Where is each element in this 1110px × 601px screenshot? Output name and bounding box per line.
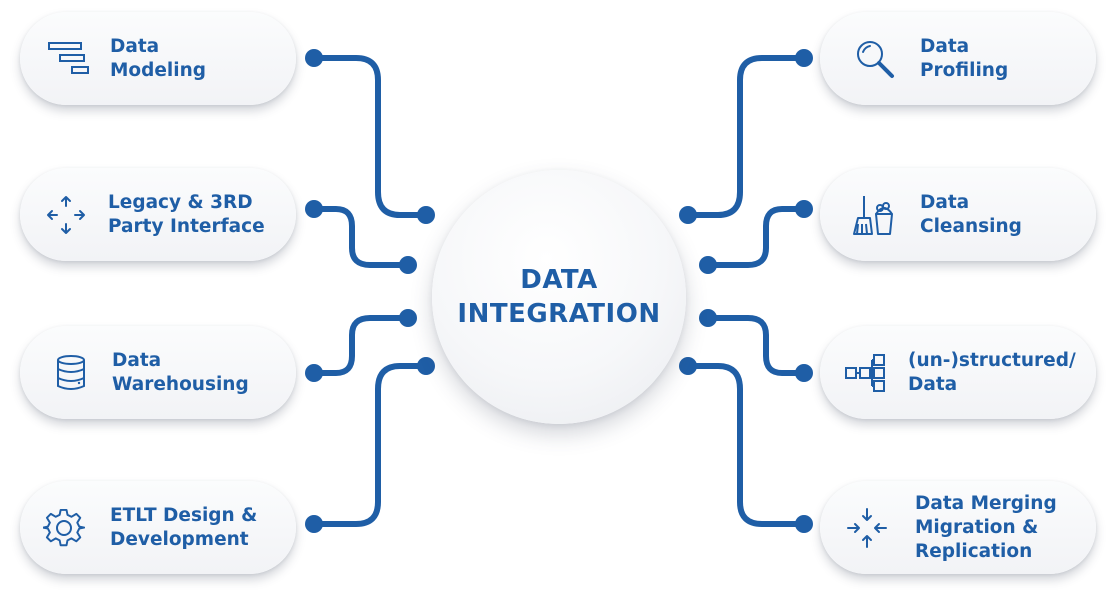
broom-bucket-icon <box>853 195 893 235</box>
hierarchy-icon <box>845 353 885 392</box>
connector-left-3 <box>311 315 411 376</box>
connector-dot <box>679 357 697 375</box>
connector-right-2 <box>705 206 807 268</box>
node-label-line: ETLT Design & <box>110 504 258 526</box>
connector-dot <box>699 256 717 274</box>
node-label-line: Legacy & 3RD <box>108 191 253 213</box>
node-label: Legacy & 3RD Party Interface <box>108 191 265 239</box>
node-etlt-design: ETLT Design & Development <box>20 481 296 574</box>
connector-dot <box>399 256 417 274</box>
node-data-warehousing: Data Warehousing <box>20 326 296 419</box>
arrows-expand-icon <box>47 195 85 234</box>
node-label-line: Data <box>112 349 162 371</box>
arrows-merge-icon <box>847 507 887 548</box>
connector-dot <box>305 515 323 533</box>
connector-right-3 <box>705 315 807 376</box>
node-label-line: Data <box>908 373 958 395</box>
connector-dot <box>417 206 435 224</box>
connector-dot <box>399 309 417 327</box>
database-icon <box>57 354 85 390</box>
connector-dot <box>305 200 323 218</box>
connector-dot <box>305 49 323 67</box>
connector-dot <box>679 206 697 224</box>
connector-dot <box>699 309 717 327</box>
node-label-line: Profiling <box>920 59 1009 81</box>
node-label-line: Migration & <box>915 516 1039 538</box>
node-label-line: Warehousing <box>112 373 249 395</box>
hub-circle: DATA INTEGRATION <box>432 170 686 424</box>
node-data-profiling: Data Profiling <box>820 12 1096 105</box>
connector-left-1 <box>311 55 429 218</box>
hub-title: DATA INTEGRATION <box>432 263 686 331</box>
node-label-line: Data <box>110 35 160 57</box>
connector-right-4 <box>685 363 807 527</box>
connector-dot <box>795 364 813 382</box>
node-label: (un-)structured/ Data <box>908 349 1076 397</box>
node-legacy-interface: Legacy & 3RD Party Interface <box>20 168 296 261</box>
connector-dot <box>305 364 323 382</box>
data-modeling-icon <box>48 41 89 74</box>
connector-dot <box>417 357 435 375</box>
node-structured-data: (un-)structured/ Data <box>820 326 1096 419</box>
gear-icon <box>43 508 85 546</box>
hub-title-line: INTEGRATION <box>457 299 661 329</box>
hub-title-line: DATA <box>520 265 598 295</box>
connector-dot <box>795 49 813 67</box>
node-label-line: Modeling <box>110 59 207 81</box>
connector-dot <box>795 200 813 218</box>
node-data-cleansing: Data Cleansing <box>820 168 1096 261</box>
node-label-line: (un-)structured/ <box>908 349 1076 371</box>
node-label: ETLT Design & Development <box>110 504 257 552</box>
node-label-line: Replication <box>915 540 1033 562</box>
node-label: Data Cleansing <box>920 191 1022 239</box>
node-label-line: Party Interface <box>108 215 265 237</box>
node-label-line: Data <box>920 191 970 213</box>
node-label: Data Warehousing <box>112 349 249 397</box>
node-label-line: Data Merging <box>915 492 1057 514</box>
node-label-line: Development <box>110 528 249 550</box>
node-data-merging: Data Merging Migration & Replication <box>820 481 1096 574</box>
connector-dot <box>795 515 813 533</box>
node-label: Data Merging Migration & Replication <box>915 492 1057 564</box>
node-label: Data Profiling <box>920 35 1008 83</box>
node-data-modeling: Data Modeling <box>20 12 296 105</box>
connector-left-4 <box>311 363 429 527</box>
connector-left-2 <box>311 206 411 268</box>
node-label: Data Modeling <box>110 35 206 83</box>
magnifier-icon <box>857 40 894 78</box>
node-label-line: Cleansing <box>920 215 1022 237</box>
node-label-line: Data <box>920 35 970 57</box>
connector-right-1 <box>685 55 807 218</box>
